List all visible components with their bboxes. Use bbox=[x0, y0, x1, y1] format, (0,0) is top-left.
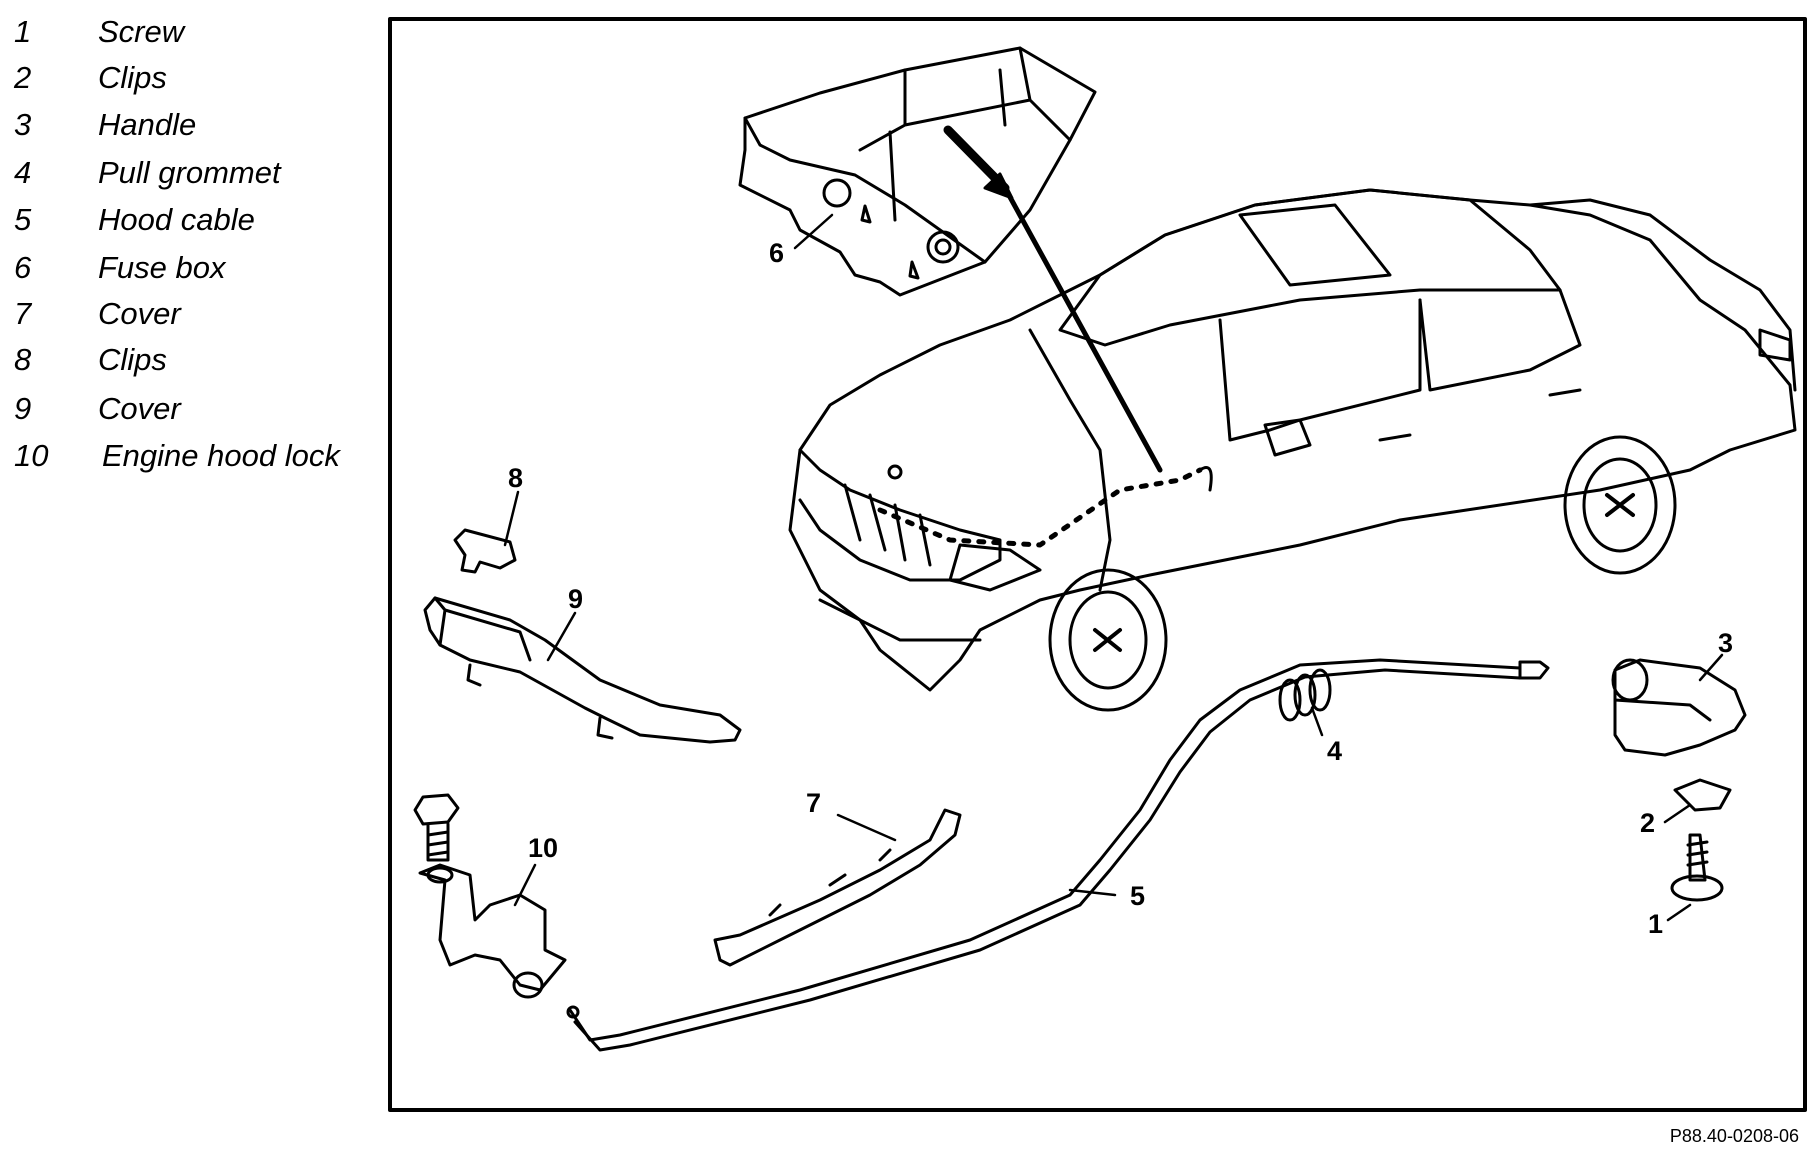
clip-8-drawing bbox=[453, 528, 517, 574]
legend-label: Clips bbox=[98, 342, 167, 377]
legend-number: 5 bbox=[14, 202, 32, 237]
legend-label: Engine hood lock bbox=[102, 438, 340, 473]
legend-label: Hood cable bbox=[98, 202, 255, 237]
clip-2-drawing bbox=[1673, 778, 1732, 812]
legend-number: 10 bbox=[14, 438, 49, 473]
legend-label: Clips bbox=[98, 60, 167, 95]
legend-number: 4 bbox=[14, 155, 32, 190]
legend-number: 1 bbox=[14, 14, 32, 49]
leader-line bbox=[1002, 185, 1163, 473]
callout-5: 5 bbox=[1130, 881, 1145, 911]
cover-9-drawing bbox=[423, 596, 742, 744]
callout-6: 6 bbox=[769, 238, 784, 268]
callout-4: 4 bbox=[1327, 736, 1342, 766]
figure-reference-code: P88.40-0208-06 bbox=[1669, 1126, 1799, 1146]
diagram-frame bbox=[388, 17, 1807, 1112]
legend-label: Cover bbox=[98, 391, 181, 426]
legend-label: Handle bbox=[98, 107, 197, 142]
legend-number: 8 bbox=[14, 342, 32, 377]
callout-3: 3 bbox=[1718, 628, 1733, 658]
hood-cable-5-drawing bbox=[566, 658, 1550, 1052]
legend-label: Fuse box bbox=[98, 250, 226, 285]
hood-star-emblem bbox=[887, 464, 903, 480]
callout-8: 8 bbox=[508, 463, 523, 493]
legend-number: 6 bbox=[14, 250, 32, 285]
legend-number: 3 bbox=[14, 107, 32, 142]
bolt-head bbox=[413, 793, 460, 826]
rear-wheel bbox=[1563, 435, 1677, 575]
callout-7: 7 bbox=[806, 788, 821, 818]
callout-2: 2 bbox=[1640, 808, 1655, 838]
fuse-box-drawing bbox=[738, 46, 1097, 297]
sunroof bbox=[1238, 203, 1392, 287]
legend-number: 9 bbox=[14, 391, 32, 426]
callout-1: 1 bbox=[1648, 909, 1663, 939]
callout-10: 10 bbox=[528, 833, 558, 863]
legend-label: Pull grommet bbox=[98, 155, 281, 190]
pull-grommet-4-drawing bbox=[1278, 668, 1332, 722]
callout-leaders bbox=[503, 213, 1724, 922]
headlight bbox=[948, 543, 1042, 592]
legend-number: 7 bbox=[14, 296, 32, 331]
front-wheel bbox=[1048, 568, 1168, 712]
legend-number: 2 bbox=[14, 60, 32, 95]
legend-label: Screw bbox=[98, 14, 185, 49]
legend-label: Cover bbox=[98, 296, 181, 331]
callout-9: 9 bbox=[568, 584, 583, 614]
cover-7-drawing bbox=[713, 808, 962, 967]
car-drawing bbox=[788, 188, 1797, 712]
handle-3-drawing bbox=[1611, 658, 1747, 757]
hood-lock-10-drawing bbox=[413, 793, 567, 999]
cable-route bbox=[877, 467, 1203, 548]
screw-1-drawing bbox=[1670, 833, 1724, 902]
